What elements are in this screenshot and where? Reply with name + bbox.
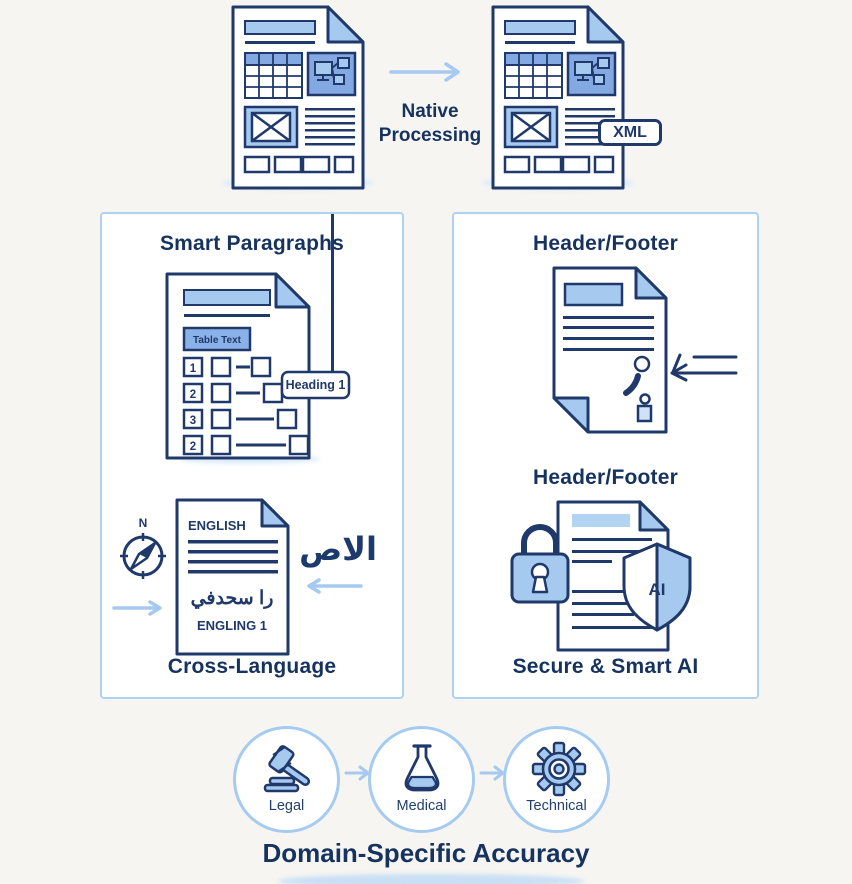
svg-text:2: 2	[190, 389, 196, 401]
technical-label: Technical	[526, 798, 587, 814]
processing-arrow-icon	[389, 62, 460, 82]
flowchart-block	[306, 51, 357, 97]
domain-circle-legal: Legal	[233, 726, 340, 833]
gavel-icon	[263, 745, 311, 793]
arrow-left-icon	[307, 578, 363, 594]
image-block	[503, 105, 559, 149]
header-block	[563, 282, 624, 307]
footer-boxes	[503, 155, 615, 174]
lock-icon	[510, 524, 570, 604]
paragraph-row: 2	[182, 382, 284, 404]
paragraph-row: 2	[182, 434, 310, 456]
footer-person-icon	[636, 393, 653, 423]
image-block	[243, 105, 299, 149]
svg-text:N: N	[139, 516, 148, 530]
native-processing-label: Native Processing	[378, 101, 482, 146]
xml-document-illustration	[491, 5, 625, 190]
table-text-button: Table Text	[182, 326, 252, 352]
smart-paragraphs-panel: Smart Paragraphs Table Text 1	[100, 212, 404, 699]
ai-label: AI	[649, 580, 666, 599]
svg-text:3: 3	[190, 415, 196, 427]
domain-specific-accuracy-title: Domain-Specific Accuracy	[262, 838, 590, 868]
arabic-side-label: الاص	[299, 530, 377, 568]
text-lines	[305, 108, 355, 146]
ai-shield-icon: AI	[622, 542, 692, 632]
callout-line	[331, 214, 334, 372]
paragraph-row: 1	[182, 356, 272, 378]
table-block	[504, 52, 563, 99]
insert-arrow-icon	[670, 353, 738, 382]
header-footer-title-2: Header/Footer	[533, 466, 678, 489]
text-lines	[572, 538, 652, 629]
header-footer-panel: Header/Footer	[452, 212, 759, 699]
domain-circle-technical: Technical	[503, 726, 610, 833]
footer-boxes	[243, 155, 355, 174]
cross-language-title: Cross-Language	[167, 655, 337, 678]
svg-text:1: 1	[190, 363, 197, 375]
svg-text:Heading 1: Heading 1	[286, 378, 346, 392]
footnote-mark-icon	[623, 355, 651, 396]
secure-document-illustration: AI	[510, 500, 692, 652]
text-lines	[565, 108, 615, 146]
compass-icon: N	[120, 516, 166, 579]
smart-paragraphs-title: Smart Paragraphs	[159, 232, 345, 255]
xml-badge: XML	[598, 119, 662, 146]
header-footer-document	[552, 266, 668, 434]
smart-paragraphs-document: Table Text 1 2 3	[165, 272, 351, 460]
title-shadow	[278, 874, 584, 884]
arabic-text: را سحدفي	[191, 588, 274, 610]
monitor-icon	[574, 61, 593, 76]
flask-icon	[404, 744, 440, 792]
table-text-label: Table Text	[193, 335, 242, 346]
medical-label: Medical	[396, 798, 447, 814]
text-lines	[188, 540, 278, 574]
legal-label: Legal	[268, 798, 305, 814]
title-bar-block	[244, 20, 316, 35]
header-block	[572, 514, 630, 527]
gear-icon	[531, 741, 587, 797]
flowchart-block	[566, 51, 617, 97]
svg-text:2: 2	[190, 441, 196, 453]
heading-tag: Heading 1	[280, 370, 351, 400]
engling-label: ENGLING 1	[197, 618, 267, 633]
cross-language-document: ENGLISH را سحدفي ENGLING 1	[175, 498, 290, 656]
monitor-icon	[314, 61, 333, 76]
domain-circle-medical: Medical	[368, 726, 475, 833]
header-footer-title: Header/Footer	[533, 232, 678, 255]
arrow-right-icon	[112, 600, 162, 616]
text-lines	[563, 316, 654, 351]
table-block	[244, 52, 303, 99]
secure-smart-ai-title: Secure & Smart AI	[512, 655, 699, 678]
english-label: ENGLISH	[188, 518, 246, 533]
source-document-illustration	[231, 5, 365, 190]
paragraph-row: 3	[182, 408, 298, 430]
